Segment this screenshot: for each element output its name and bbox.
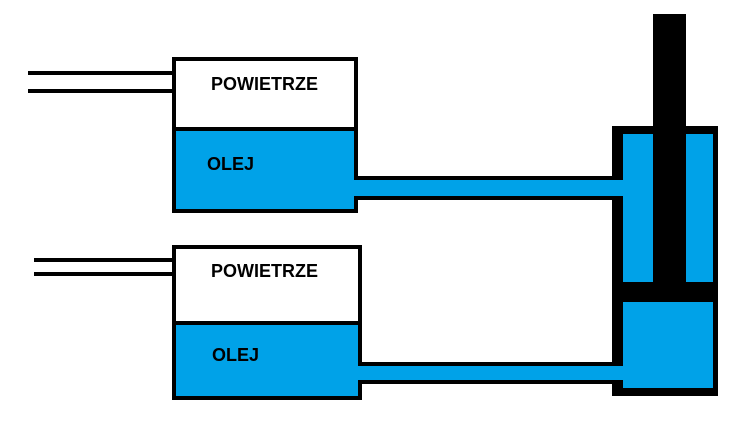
air-section-bottom [172, 245, 362, 325]
pipe-top [354, 176, 624, 200]
air-inlet-top [28, 71, 176, 93]
oil-section-bottom [172, 321, 362, 400]
oil-label-bottom: OLEJ [212, 345, 259, 365]
piston-rod [653, 14, 686, 284]
cylinder-inlet-bottom [612, 366, 623, 380]
air-label-top: POWIETRZE [211, 74, 318, 94]
tank-top: POWIETRZE OLEJ [28, 57, 358, 213]
cylinder-inlet-top [612, 180, 623, 196]
tank-bottom: POWIETRZE OLEJ [34, 245, 362, 400]
oil-section-top [172, 127, 358, 213]
air-label-bottom: POWIETRZE [211, 261, 318, 281]
air-inlet-bottom [34, 258, 176, 276]
air-section-top [172, 57, 358, 131]
piston [614, 282, 718, 302]
tank-top-outlet [354, 180, 358, 196]
hydraulic-cylinder [612, 14, 718, 396]
tank-bottom-outlet [358, 366, 362, 380]
cylinder-lower-chamber [623, 302, 713, 388]
pipe-bottom [358, 362, 624, 384]
oil-label-top: OLEJ [207, 154, 254, 174]
